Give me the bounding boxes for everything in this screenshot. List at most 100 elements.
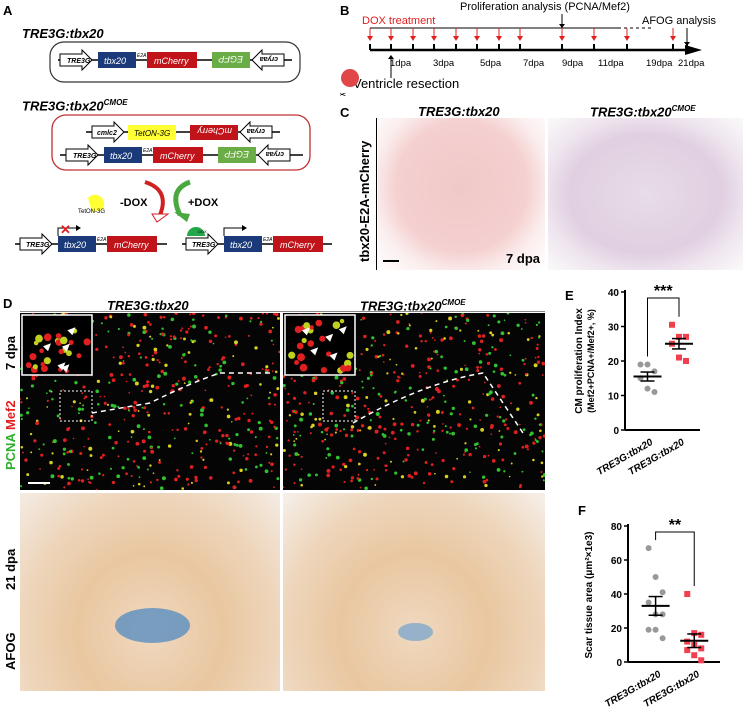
cell-dot [190, 481, 193, 484]
cell-dot [167, 444, 172, 448]
cell-dot [479, 366, 482, 369]
cell-dot [419, 419, 422, 422]
cell-dot [100, 322, 103, 325]
data-point [645, 545, 652, 552]
cell-dot [191, 313, 195, 315]
cell-dot [141, 390, 143, 393]
cell-dot [300, 455, 303, 459]
cell-dot [418, 371, 421, 374]
cell-dot [209, 398, 214, 402]
cell-dot [329, 411, 334, 416]
cell-dot [157, 445, 160, 449]
cell-dot [128, 392, 130, 394]
cell-dot [267, 435, 271, 439]
cell-dot [451, 431, 455, 436]
d-pcna-mef2: PCNA Mef2 [3, 400, 18, 470]
cell-dot [293, 440, 296, 443]
cell-dot [500, 371, 505, 376]
svg-text:tbx20: tbx20 [230, 240, 252, 250]
cell-dot [82, 404, 85, 407]
cell-dot [261, 368, 264, 371]
cell-dot [114, 441, 118, 445]
cell-dot [125, 380, 128, 383]
cell-dot [254, 453, 257, 457]
cell-dot [416, 448, 419, 451]
cell-dot [491, 346, 494, 349]
cell-dot [293, 443, 297, 447]
cell-dot [167, 412, 171, 415]
data-point [691, 652, 698, 659]
data-point [684, 647, 691, 654]
cell-dot [300, 468, 303, 471]
inset-cell [309, 325, 314, 330]
cell-dot [518, 381, 522, 385]
cell-dot [30, 384, 34, 388]
cell-dot [344, 433, 349, 438]
timeline-label: 21dpa [678, 58, 705, 69]
cell-dot [498, 442, 503, 446]
c-dpa-label: 7 dpa [506, 251, 540, 266]
cell-dot [308, 401, 310, 404]
cell-dot [469, 471, 471, 473]
cell-dot [299, 434, 302, 437]
cell-dot [169, 335, 172, 338]
construct-title-2: TRE3G:tbx20CMOE [22, 98, 128, 114]
cell-dot [249, 316, 253, 320]
cell-dot [216, 362, 219, 366]
cell-dot [254, 436, 257, 439]
cell-dot [497, 449, 500, 452]
cell-dot [246, 397, 249, 400]
cell-dot [265, 445, 269, 449]
cell-dot [423, 397, 427, 401]
cell-dot [228, 457, 233, 461]
cell-dot [272, 343, 275, 346]
cell-dot [496, 384, 501, 388]
svg-text:cryaa: cryaa [266, 150, 284, 157]
cell-dot [163, 412, 166, 415]
cell-dot [112, 356, 115, 359]
cell-dot [475, 442, 479, 446]
cell-dot [117, 405, 120, 408]
cell-dot [454, 369, 458, 374]
cell-dot [490, 397, 495, 401]
cell-dot [300, 483, 304, 487]
inset-cell [343, 359, 352, 368]
data-point [691, 630, 698, 637]
cell-dot [276, 387, 280, 391]
cell-dot [35, 421, 39, 426]
cell-dot [79, 451, 83, 456]
cell-dot [370, 477, 373, 481]
cell-dot [318, 417, 322, 421]
cell-dot [62, 447, 67, 451]
cell-dot [222, 360, 227, 365]
cell-dot [418, 374, 422, 378]
cell-dot [151, 354, 154, 357]
cell-dot [343, 414, 347, 417]
timeline-label: 19dpa [646, 58, 673, 69]
cell-dot [109, 315, 113, 319]
cell-dot [98, 472, 101, 475]
cell-dot [177, 474, 181, 478]
cell-dot [471, 341, 476, 345]
inset-cell [43, 333, 52, 342]
cell-dot [180, 357, 183, 360]
cell-dot [384, 399, 388, 403]
cell-dot [426, 421, 429, 425]
cell-dot [255, 445, 258, 448]
cell-dot [330, 433, 334, 437]
cell-dot [109, 467, 113, 470]
cell-dot [435, 320, 438, 323]
cell-dot [173, 437, 176, 440]
cell-dot [67, 427, 70, 430]
significance-label: *** [654, 285, 673, 300]
cell-dot [26, 473, 30, 477]
cell-dot [529, 400, 533, 405]
cell-dot [326, 433, 329, 436]
cell-dot [171, 429, 174, 431]
cell-dot [360, 424, 365, 428]
cell-dot [389, 313, 392, 316]
cell-dot [255, 465, 258, 469]
cell-dot [187, 327, 190, 330]
cell-dot [410, 422, 415, 427]
arrowhead-marker [61, 343, 70, 352]
